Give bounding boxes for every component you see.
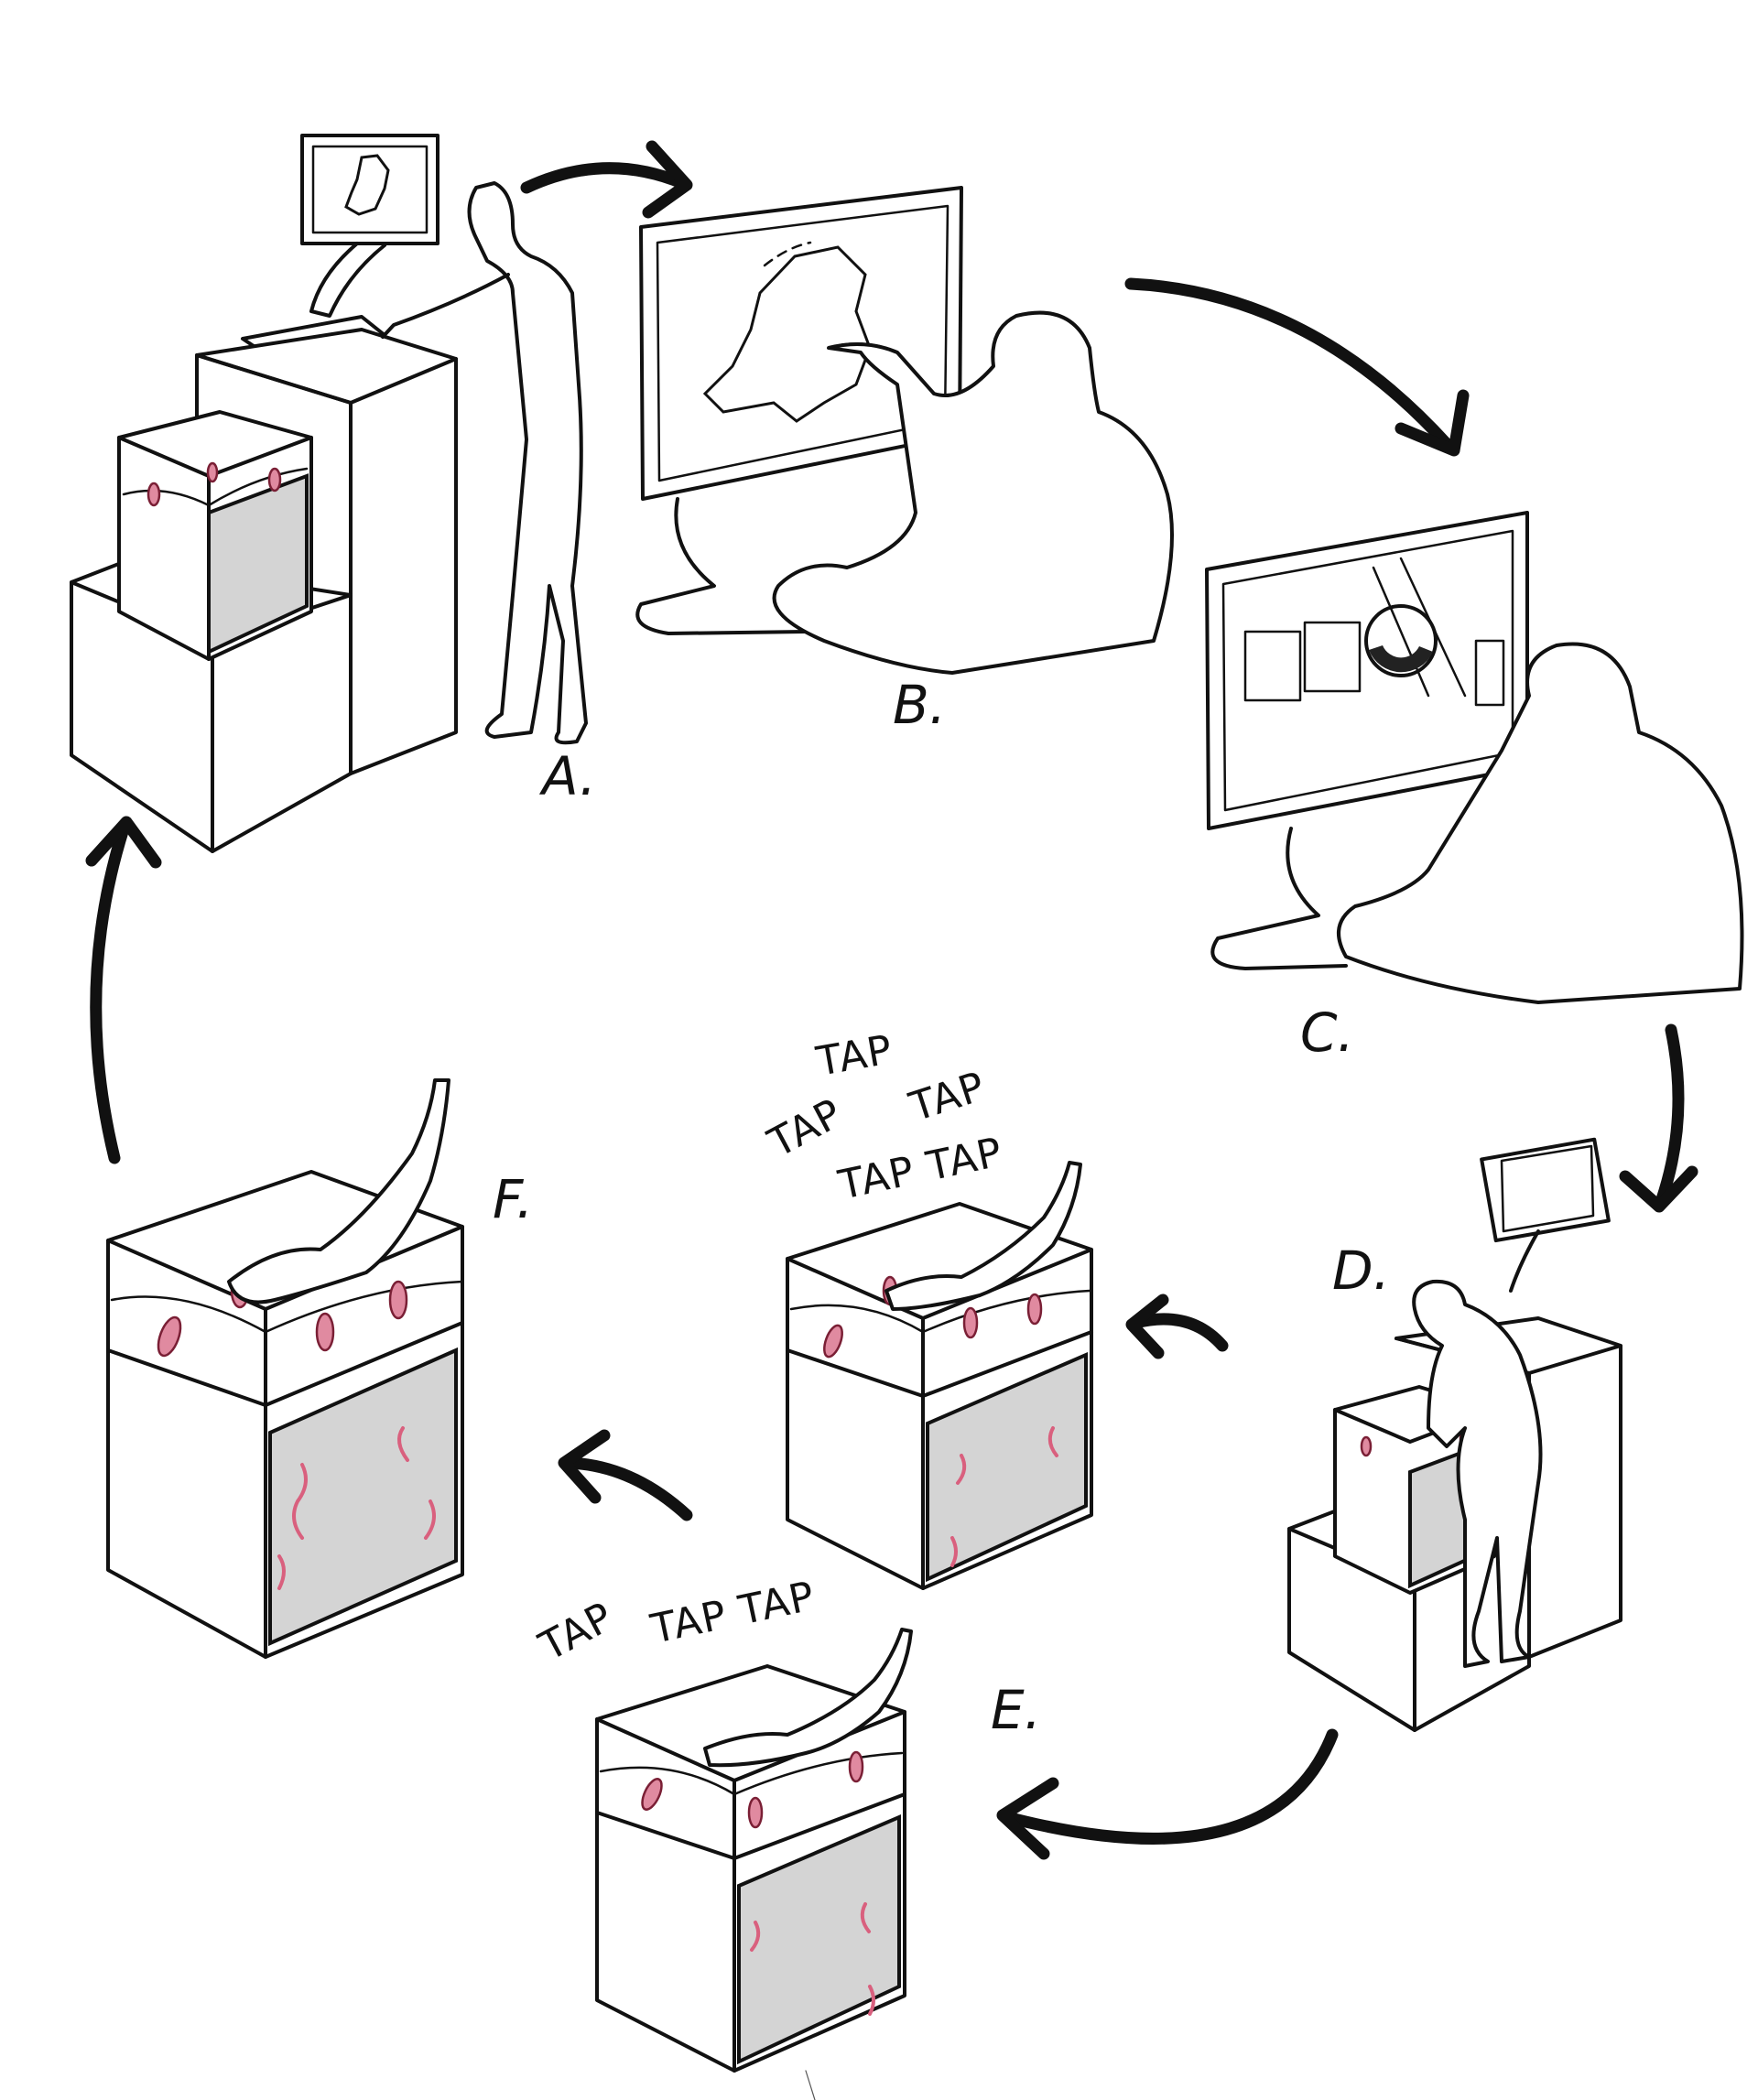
label-b: B.: [893, 674, 946, 736]
tap-word: TAP: [531, 1594, 621, 1672]
label-d: D.: [1332, 1239, 1390, 1302]
cycle-arrows: [85, 140, 1698, 1860]
radial-menu-icon: [1364, 604, 1438, 677]
step-labels: A. B. C. D. E. F.: [493, 674, 1390, 1741]
arrow-d-to-e: [996, 1728, 1339, 1860]
hand-middle: [884, 1161, 1082, 1311]
tap-text-bottom: TAP TAP TAP: [531, 1573, 819, 1671]
tap-word: TAP: [760, 1090, 850, 1168]
hand-e: [703, 1628, 913, 1768]
label-c: C.: [1300, 1001, 1354, 1064]
label-a: A.: [538, 745, 596, 807]
label-e: E.: [991, 1679, 1041, 1741]
arrow-e-to-mid: [1125, 1294, 1229, 1359]
person-a: [467, 181, 588, 745]
arrow-f-to-a: [85, 816, 162, 1164]
scene-b: [635, 186, 1174, 675]
arrow-b-to-c: [1124, 277, 1470, 457]
person-c: [1337, 642, 1744, 1004]
netherlands-map-icon: [344, 154, 390, 216]
scene-f: [106, 1078, 464, 1659]
scene-e: [595, 1628, 913, 2100]
person-d: [1412, 1279, 1543, 1668]
tap-word: TAP TAP: [646, 1573, 819, 1653]
tap-word: TAP: [812, 1026, 896, 1086]
tap-word: TAP TAP: [834, 1129, 1007, 1209]
scene-d: [1287, 1137, 1622, 1732]
tap-text-middle: TAP TAP TAP TAP TAP: [760, 1026, 1006, 1209]
netherlands-map-b: [702, 245, 872, 423]
person-b: [772, 310, 1174, 675]
arrow-c-to-d: [1619, 1023, 1698, 1213]
label-f: F.: [493, 1168, 533, 1230]
scene-e-top: [786, 1161, 1093, 1590]
monitor-d: [1480, 1137, 1611, 1243]
arrow-mid-to-f: [558, 1429, 693, 1521]
tap-word: TAP: [904, 1063, 992, 1131]
hand-f: [227, 1078, 450, 1304]
arrow-a-to-b: [520, 140, 693, 219]
scene-a: [70, 134, 588, 853]
scene-c: [1205, 511, 1744, 1004]
satellite-view: [1243, 557, 1505, 707]
